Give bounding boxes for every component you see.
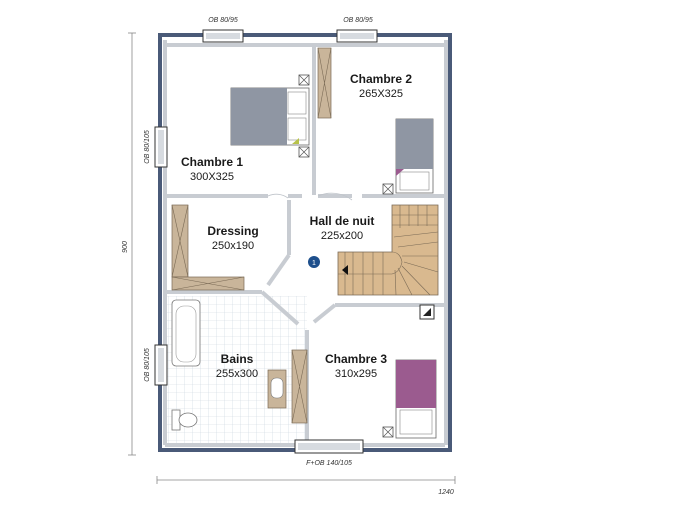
bathtub [171, 299, 201, 367]
interior-walls [163, 40, 445, 447]
sink-cabinet [267, 369, 287, 409]
dimension-lines [128, 32, 456, 484]
width-dimension: 1240 [438, 489, 454, 496]
bed-chambre-3 [395, 359, 437, 439]
room-dims-dressing: 250x190 [212, 240, 254, 252]
wardrobe-dressing [171, 204, 245, 291]
marker-label: 1 [312, 260, 316, 267]
staircase [337, 204, 439, 296]
window-label-top-left: OB 80/95 [208, 17, 238, 24]
room-name-chambre-1: Chambre 1 [181, 155, 243, 169]
room-name-bains: Bains [221, 352, 254, 366]
window-left-upper [154, 126, 168, 168]
chimney-icon [419, 304, 435, 320]
room-name-dressing: Dressing [207, 224, 258, 238]
window-label-left-upper: OB 80/105 [144, 130, 151, 164]
window-top-right [336, 29, 378, 43]
window-top-left [202, 29, 244, 43]
marker-badge: 1 [308, 256, 320, 268]
room-dims-bains: 255x300 [216, 368, 258, 380]
wardrobe-chambre-2 [317, 47, 332, 119]
room-dims-chambre-3: 310x295 [335, 368, 377, 380]
room-dims-hall: 225x200 [321, 230, 363, 242]
toilet [171, 409, 198, 431]
room-name-hall: Hall de nuit [310, 214, 375, 228]
bed-chambre-2 [395, 118, 434, 194]
room-dims-chambre-1: 300X325 [190, 171, 234, 183]
height-dimension: 900 [122, 241, 129, 253]
nightstand [298, 74, 310, 158]
room-name-chambre-2: Chambre 2 [350, 72, 412, 86]
stair-arrow-icon [342, 265, 348, 275]
bed-chambre-1 [230, 87, 310, 146]
wardrobe-chambre-3 [291, 349, 308, 424]
doors [267, 192, 353, 201]
window-label-top-right: OB 80/95 [343, 17, 373, 24]
window-label-left-lower: OB 80/105 [144, 348, 151, 382]
room-dims-chambre-2: 265X325 [359, 88, 403, 100]
window-bottom [294, 439, 364, 454]
window-label-bottom: F+OB 140/105 [306, 460, 352, 467]
nightstand [382, 426, 394, 438]
window-left-lower [154, 344, 168, 386]
room-name-chambre-3: Chambre 3 [325, 352, 387, 366]
nightstand [382, 183, 394, 195]
